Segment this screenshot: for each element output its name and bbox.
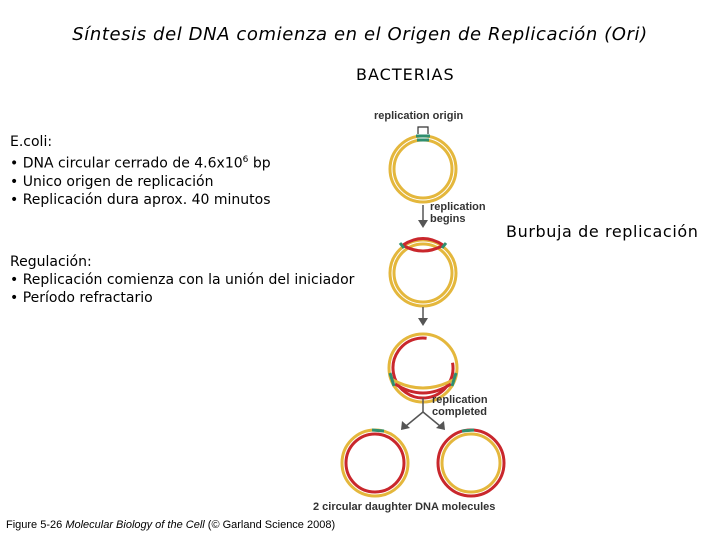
begins-label-line2: begins xyxy=(430,213,465,225)
exponent: 6 xyxy=(242,155,249,165)
origin-label: replication origin xyxy=(374,110,464,122)
figure-caption: Figure 5-26 Molecular Biology of the Cel… xyxy=(6,519,336,531)
late-replication-circle xyxy=(387,332,459,404)
arrow-down-icon xyxy=(418,307,428,326)
completed-label-line1: replication xyxy=(432,394,488,406)
regulacion-bullet: • Replicación comienza con la unión del … xyxy=(10,272,355,288)
ecoli-heading: E.coli: xyxy=(10,134,53,150)
subtitle: BACTERIAS xyxy=(356,65,455,84)
ecoli-bullet: • Replicación dura aprox. 40 minutos xyxy=(10,191,271,208)
unit: bp xyxy=(248,155,271,172)
replication-bubble-circle xyxy=(388,237,458,308)
replication-diagram: replication origin replication begins xyxy=(313,110,506,513)
regulacion-heading: Regulación: xyxy=(10,254,92,270)
ecoli-section: E.coli: • DNA circular cerrado de 4.6x10… xyxy=(10,133,271,209)
book-title: Molecular Biology of the Cell xyxy=(65,519,205,531)
daughter-dna-circle-left xyxy=(340,428,410,498)
begins-label-line1: replication xyxy=(430,201,486,213)
bubble-label: Burbuja de replicación xyxy=(506,222,699,241)
origin-bracket xyxy=(417,126,429,134)
arrow-down-icon xyxy=(418,205,428,228)
regulacion-section: Regulación: • Replicación comienza con l… xyxy=(10,253,354,307)
arrow-split-icon xyxy=(401,398,445,430)
completed-label-line2: completed xyxy=(432,406,487,418)
page-title: Síntesis del DNA comienza en el Origen d… xyxy=(72,24,648,45)
regulacion-bullet: • Período refractario xyxy=(10,290,153,306)
ecoli-bullet: • Unico origen de replicación xyxy=(10,173,214,190)
parent-dna-circle xyxy=(388,134,458,204)
ecoli-bullet: • DNA circular cerrado de 4.6x106 bp xyxy=(10,155,271,172)
daughter-dna-circle-right xyxy=(436,428,506,498)
daughter-label: 2 circular daughter DNA molecules xyxy=(313,501,495,513)
